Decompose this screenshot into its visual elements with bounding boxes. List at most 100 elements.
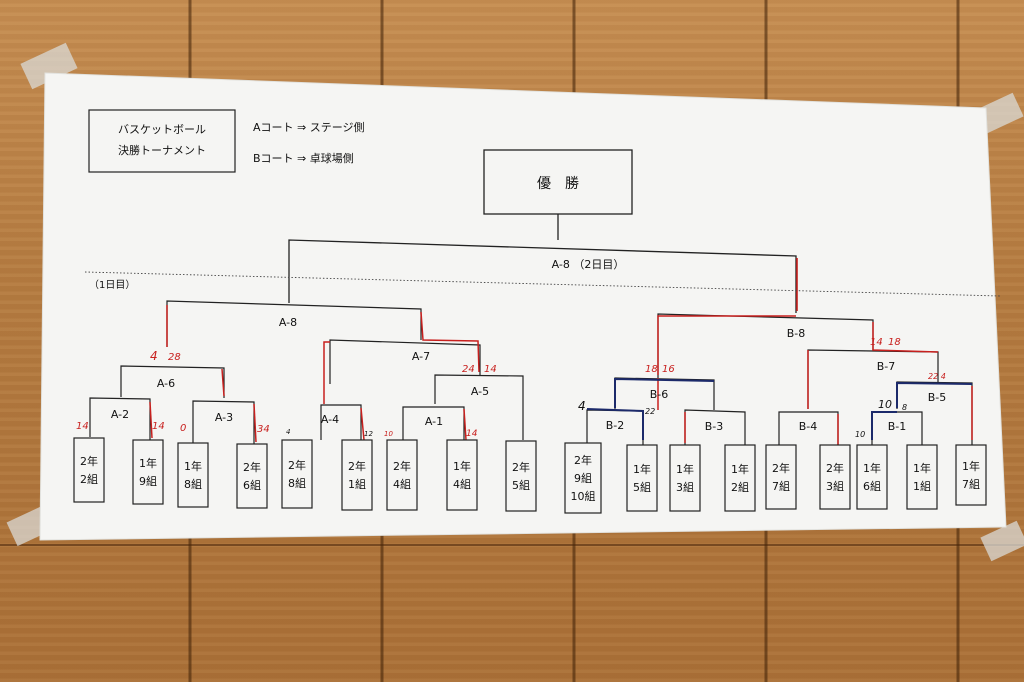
- score: 4: [286, 428, 290, 436]
- team-label: 8組: [288, 477, 306, 490]
- score: 0: [180, 423, 186, 434]
- team-label: 3組: [676, 481, 694, 494]
- score: 10: [878, 398, 892, 411]
- legend-court-b: Bコート ⇒ 卓球場側: [253, 151, 354, 165]
- score: 14: [870, 337, 883, 348]
- match-b4: B-4: [799, 420, 818, 433]
- score: 16: [662, 364, 675, 375]
- team-label: 2組: [731, 481, 749, 494]
- team-label: 4組: [453, 478, 471, 491]
- match-b6: B-6: [650, 388, 669, 401]
- legend-box: [88, 109, 236, 173]
- team-box-frame: [906, 444, 938, 510]
- team-box-frame: [955, 444, 987, 506]
- score: 28: [168, 352, 181, 363]
- team-box-frame: [669, 444, 701, 512]
- team-label: 5組: [512, 479, 530, 492]
- match-a3: A-3: [215, 411, 233, 424]
- match-a4: A-4: [321, 413, 339, 426]
- final-bracket-lines: [288, 214, 797, 313]
- match-a2: A-2: [111, 408, 129, 421]
- team-label: 5組: [633, 481, 651, 494]
- champion-label: 優 勝: [537, 176, 579, 192]
- team-box-frame: [73, 437, 105, 503]
- team-box-frame: [132, 439, 164, 505]
- match-b3: B-3: [705, 420, 724, 433]
- tape-top-right: [976, 92, 1024, 134]
- team-label: 1年: [453, 459, 471, 473]
- team-label: 2年: [393, 459, 411, 473]
- team-label: 2組: [80, 473, 98, 486]
- team-label: 9組: [139, 475, 157, 488]
- score: 8: [902, 403, 907, 412]
- team-label: 7組: [962, 478, 980, 491]
- tape-top-left: [20, 42, 78, 90]
- team-label: 6組: [863, 480, 881, 493]
- team-label: 1年: [676, 462, 694, 476]
- tape-bottom-right: [980, 520, 1024, 562]
- score: 14: [466, 429, 478, 439]
- legend-title-line1: バスケットボール: [118, 123, 206, 136]
- team-label: 1年: [913, 461, 931, 475]
- score: 10: [384, 430, 393, 438]
- team-label: 2年: [512, 460, 530, 474]
- team-box-frame: [281, 439, 313, 509]
- team-label: 8組: [184, 478, 202, 491]
- team-label: 10組: [571, 490, 596, 503]
- score: 24: [462, 364, 475, 375]
- team-label: 1組: [913, 480, 931, 493]
- score: 10: [855, 430, 865, 439]
- match-b7: B-7: [877, 360, 896, 373]
- score: 14: [152, 421, 165, 432]
- score: 4: [150, 349, 158, 363]
- team-label: 1年: [184, 459, 202, 473]
- team-box-frame: [505, 440, 537, 512]
- score: 12: [364, 430, 373, 438]
- score: 14: [76, 421, 89, 432]
- team-box-frame: [765, 444, 797, 510]
- team-label: 2年: [348, 459, 366, 473]
- team-label: 1年: [139, 456, 157, 470]
- day1-label: （1日目）: [89, 279, 135, 291]
- team-box-frame: [341, 439, 373, 511]
- team-label: 9組: [574, 472, 592, 485]
- match-b8: B-8: [787, 327, 806, 340]
- match-a8: A-8: [279, 316, 297, 329]
- score: 14: [484, 364, 497, 375]
- team-label: 1組: [348, 478, 366, 491]
- team-box-frame: [236, 443, 268, 509]
- team-box-frame: [819, 444, 851, 510]
- team-box-frame: [446, 439, 478, 511]
- team-box-frame: [564, 442, 602, 514]
- legend-court-a: Aコート ⇒ ステージ側: [253, 121, 365, 134]
- team-box-frame: [386, 439, 418, 511]
- team-label: 3組: [826, 480, 844, 493]
- score: 18: [888, 337, 901, 348]
- score: 22: [645, 407, 655, 416]
- team-label: 7組: [772, 480, 790, 493]
- match-a1: A-1: [425, 415, 443, 428]
- team-box-frame: [626, 444, 658, 512]
- final-label: A-8 （2日目）: [552, 258, 625, 271]
- team-label: 2年: [826, 461, 844, 475]
- b-side-navy-lines: [586, 377, 973, 440]
- team-label: 1年: [633, 462, 651, 476]
- team-label: 6組: [243, 479, 261, 492]
- team-label: 4組: [393, 478, 411, 491]
- a-side-bracket-lines: [89, 300, 524, 444]
- team-label: 2年: [288, 458, 306, 472]
